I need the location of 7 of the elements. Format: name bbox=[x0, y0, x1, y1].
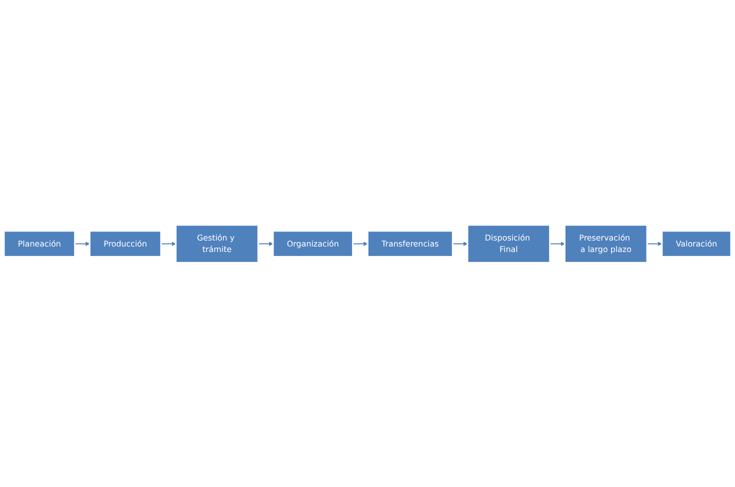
arrow bbox=[646, 241, 662, 246]
arrow bbox=[160, 241, 176, 246]
arrow bbox=[549, 241, 565, 246]
arrow bbox=[74, 241, 90, 246]
arrow bbox=[258, 241, 274, 246]
arrow bbox=[352, 241, 368, 246]
arrow bbox=[452, 241, 468, 246]
